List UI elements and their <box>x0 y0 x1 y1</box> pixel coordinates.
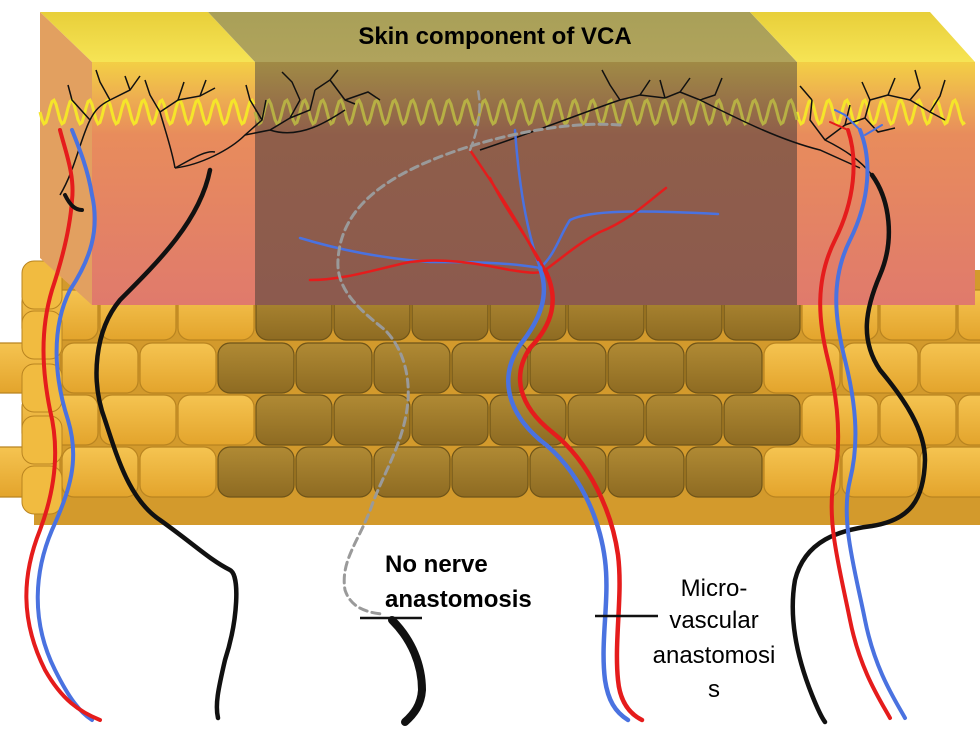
nerve-branches-skin <box>59 69 946 196</box>
graft-artery <box>517 267 645 723</box>
muscle-fascicle <box>255 394 333 446</box>
host-nerve-stump <box>388 616 427 726</box>
muscle-fascicle <box>99 394 177 446</box>
right-host-pedicle <box>790 109 928 725</box>
muscle-fascicle <box>333 394 411 446</box>
muscle-fascicle <box>607 446 685 498</box>
right-nerve <box>790 172 928 725</box>
muscle-fascicle <box>451 446 529 498</box>
skin-top-graft <box>208 12 797 62</box>
muscle-fascicle <box>217 446 295 498</box>
micro-label-line3: anastomosi <box>653 642 776 669</box>
graft-nerve-dashed <box>336 122 622 616</box>
left-artery <box>24 128 102 722</box>
muscle-fascicle <box>139 446 217 498</box>
muscle-fascicle <box>645 394 723 446</box>
muscle-fascicle <box>295 446 373 498</box>
muscle-fascicle <box>919 446 980 498</box>
muscle-fascicles-graft <box>217 289 801 498</box>
muscle-fascicle <box>177 394 255 446</box>
skin-top-right-host <box>750 12 975 62</box>
graft-nerve <box>336 88 622 726</box>
muscle-fascicle <box>685 446 763 498</box>
skin-block <box>38 12 975 305</box>
muscle-fascicle <box>411 394 489 446</box>
muscle-fascicle <box>139 342 217 394</box>
muscle-fascicle <box>957 394 980 446</box>
skin-top-left-host <box>40 12 255 62</box>
muscle-fascicle <box>685 342 763 394</box>
dermis-graft <box>255 62 797 305</box>
no-nerve-label-line2: anastomosis <box>385 586 532 613</box>
muscle-fascicle <box>763 446 841 498</box>
muscle-fascicle <box>919 342 980 394</box>
left-host-pedicle <box>24 128 239 722</box>
micro-label-line2: vascular <box>669 607 758 634</box>
muscle-fascicle <box>21 363 63 413</box>
graft-vessels <box>298 128 720 723</box>
muscle-fascicle <box>489 394 567 446</box>
muscle-fascicle <box>723 394 801 446</box>
muscle-fascicle <box>529 446 607 498</box>
muscle-fascicle <box>295 342 373 394</box>
muscle-fascicle <box>529 342 607 394</box>
muscle-fascicle <box>763 342 841 394</box>
anastomosis-marks <box>360 614 658 620</box>
muscle-fascicle <box>373 342 451 394</box>
diagram-title: Skin component of VCA <box>358 23 631 50</box>
muscle-fascicle <box>217 342 295 394</box>
epidermis-wave-graft <box>253 97 799 127</box>
left-vein <box>35 128 97 722</box>
micro-label-line4: s <box>708 676 720 703</box>
no-nerve-label-line1: No nerve <box>385 551 488 578</box>
right-vein <box>834 128 907 720</box>
micro-label-line1: Micro- <box>681 575 748 602</box>
graft-vein <box>506 265 631 723</box>
right-artery <box>818 128 892 720</box>
muscle-fascicle <box>879 394 957 446</box>
muscle-fascicle <box>841 446 919 498</box>
muscle-fascicle <box>607 342 685 394</box>
muscle-fascicle <box>567 394 645 446</box>
left-nerve <box>94 167 239 721</box>
dermis-left-host <box>92 62 255 305</box>
